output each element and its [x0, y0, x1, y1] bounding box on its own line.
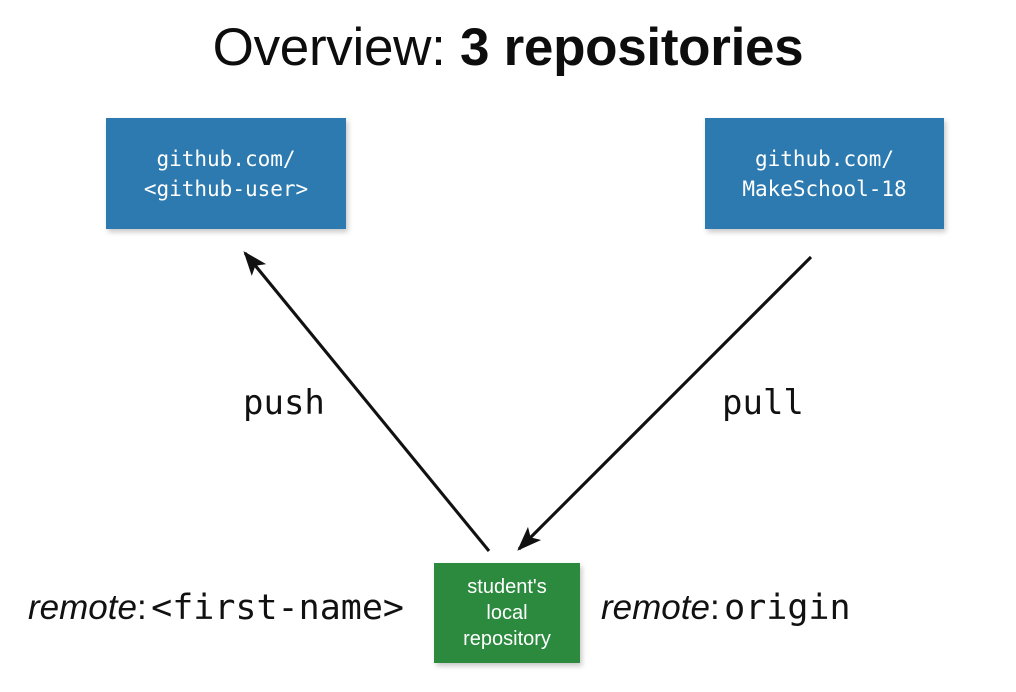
- repo-box-local-line3: repository: [463, 628, 551, 650]
- pull-arrow-label: pull: [722, 383, 804, 423]
- repo-box-github-user-line1: github.com/: [156, 146, 296, 171]
- remote-caption-left: remote: <first-name>: [28, 585, 404, 638]
- page-title-prefix: Overview:: [212, 18, 460, 77]
- remote-caption-right-colon: :: [709, 588, 720, 627]
- repo-box-makeschool[interactable]: github.com/ MakeSchool-18: [705, 118, 944, 229]
- repo-box-makeschool-line2: MakeSchool-18: [742, 176, 907, 201]
- page-title-emphasis: 3 repositories: [459, 18, 804, 77]
- repo-box-local-line2: local: [486, 602, 528, 624]
- repo-box-github-user-line2: <github-user>: [143, 176, 309, 201]
- page-title: Overview: 3 repositories: [0, 17, 1016, 79]
- remote-caption-left-colon: :: [136, 588, 147, 627]
- remote-caption-right: remote: origin: [601, 585, 851, 638]
- repo-box-local-line1: student's: [467, 576, 547, 598]
- repo-box-local-repository[interactable]: student's local repository: [434, 563, 580, 663]
- push-arrow-label: push: [243, 383, 325, 423]
- remote-caption-right-value: origin: [724, 588, 851, 628]
- remote-caption-right-word: remote: [601, 588, 710, 627]
- remote-caption-left-word: remote: [28, 588, 137, 627]
- repo-box-makeschool-line1: github.com/: [754, 146, 895, 171]
- repo-box-github-user[interactable]: github.com/ <github-user>: [106, 118, 346, 229]
- remote-caption-left-value: <first-name>: [151, 588, 404, 628]
